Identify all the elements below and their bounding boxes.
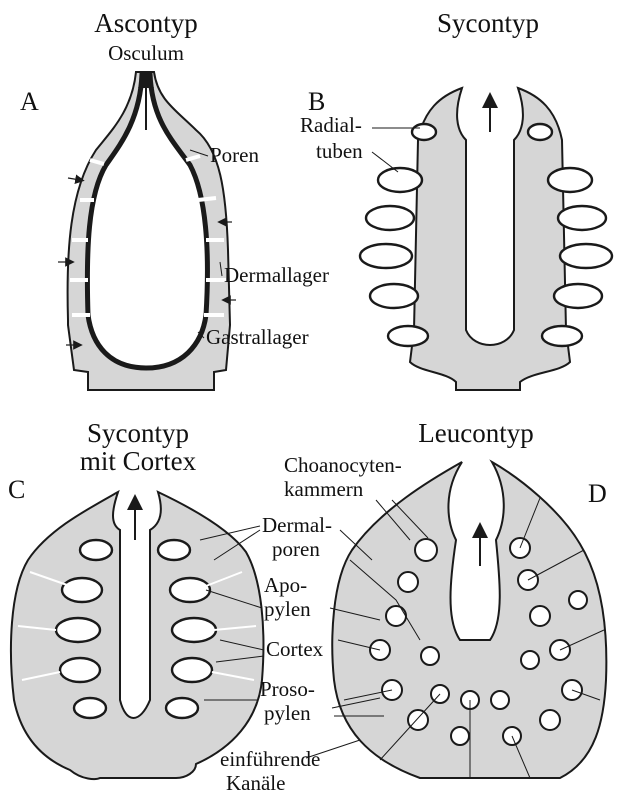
label-poren: Poren [210, 143, 259, 167]
leucon-title: Leucontyp [418, 418, 533, 448]
label-dermallager: Dermallager [224, 263, 329, 287]
panel-ascon: Ascontyp Osculum A Po [20, 8, 329, 390]
label-radialtuben-1: Radial- [300, 113, 362, 137]
panel-sycon: Sycontyp B Radial- tuben [300, 8, 612, 390]
label-kanaele-2: Kanäle [226, 771, 285, 795]
label-dermalporen-2: poren [272, 537, 320, 561]
label-apopylen-2: pylen [264, 597, 311, 621]
label-gastrallager: Gastrallager [206, 325, 309, 349]
sycon-cortex-body [11, 492, 263, 779]
label-cortex: Cortex [266, 637, 324, 661]
sycon-title: Sycontyp [437, 8, 539, 38]
ascon-title: Ascontyp [94, 8, 198, 38]
osculum-label: Osculum [108, 41, 184, 65]
label-prosopylen-1: Proso- [260, 677, 315, 701]
panel-letter-d: D [588, 479, 607, 508]
label-radialtuben-2: tuben [316, 139, 363, 163]
panel-letter-c: C [8, 475, 25, 504]
panel-sycon-cortex: Sycontyp mit Cortex C [8, 418, 263, 779]
leucon-body [332, 462, 606, 778]
ascon-spongocoel [87, 74, 207, 368]
panel-letter-b: B [308, 87, 325, 116]
panel-leucon: Leucontyp D [284, 418, 607, 778]
label-apopylen-1: Apo- [264, 573, 307, 597]
label-kanaele-1: einführende [220, 747, 320, 771]
sycon-cortex-title-2: mit Cortex [80, 446, 197, 476]
label-choanocyten-2: kammern [284, 477, 364, 501]
panel-letter-a: A [20, 87, 39, 116]
sycon-cortex-title-1: Sycontyp [87, 418, 189, 448]
label-dermalporen-1: Dermal- [262, 513, 332, 537]
label-prosopylen-2: pylen [264, 701, 311, 725]
label-choanocyten-1: Choanocyten- [284, 453, 402, 477]
